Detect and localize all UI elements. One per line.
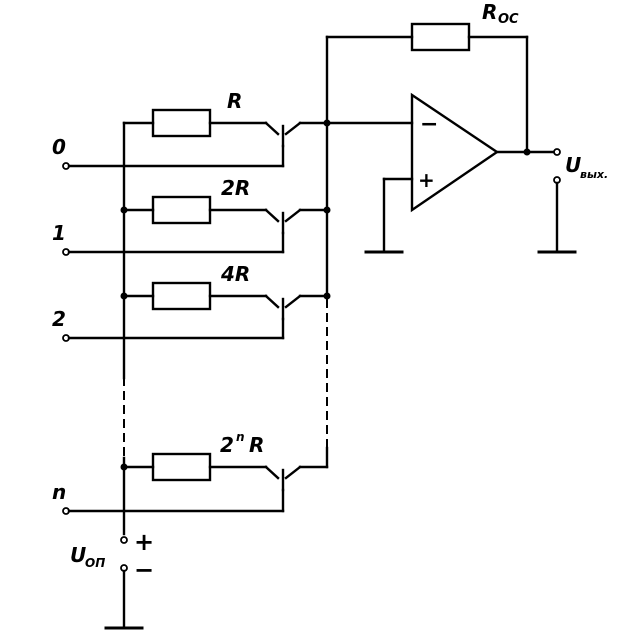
- junction-dot: [120, 206, 128, 214]
- junction-dot: [323, 292, 331, 300]
- ref-plus-terminal: [120, 536, 128, 544]
- stage-resistor-label: 2: [220, 433, 234, 457]
- stage-resistor-label: R: [227, 89, 242, 113]
- op-amp: [410, 92, 500, 213]
- opamp-noninverting-sign: +: [418, 168, 435, 192]
- ref-plus-sign: +: [134, 528, 154, 556]
- junction-dot: [323, 119, 331, 127]
- input-label: 2: [52, 307, 66, 331]
- junction-dot: [323, 206, 331, 214]
- stage-resistor-exponent: n: [236, 430, 245, 444]
- input-label: 0: [52, 135, 66, 159]
- transistor-collector-lead: [284, 465, 302, 480]
- transistor-emitter-lead: [264, 121, 280, 136]
- transistor-emitter-lead: [264, 208, 280, 223]
- feedback-resistor: [410, 22, 471, 52]
- stage-resistor-label: 2R: [221, 176, 250, 200]
- stage-resistor: [151, 108, 212, 138]
- junction-dot: [523, 148, 531, 156]
- ref-minus-sign: −: [134, 556, 154, 584]
- stage-resistor: [151, 195, 212, 225]
- input-label: n: [52, 480, 66, 504]
- junction-dot: [120, 463, 128, 471]
- stage-resistor-suffix: R: [249, 433, 264, 457]
- junction-dot: [120, 292, 128, 300]
- output-voltage-label: U: [565, 153, 581, 177]
- output-voltage-sub: вых.: [580, 168, 608, 181]
- ref-voltage-label: U: [70, 543, 86, 567]
- feedback-resistor-label: R: [482, 0, 497, 24]
- input-label: 1: [52, 221, 66, 245]
- transistor-collector-lead: [284, 208, 302, 223]
- transistor-emitter-lead: [264, 465, 280, 480]
- ref-voltage-sub: ОП: [85, 556, 105, 570]
- junction-dots: [120, 119, 531, 471]
- opamp-inverting-sign: −: [420, 112, 438, 137]
- feedback-resistor-sub: OC: [498, 12, 519, 27]
- stage-resistor-label: 4R: [220, 262, 250, 286]
- transistor-collector-lead: [284, 294, 302, 309]
- transistor-collector-lead: [284, 121, 302, 136]
- transistor-emitter-lead: [264, 294, 280, 309]
- output-terminal: [553, 148, 561, 156]
- stage-resistor: [151, 281, 212, 311]
- stage-resistor: [151, 452, 212, 482]
